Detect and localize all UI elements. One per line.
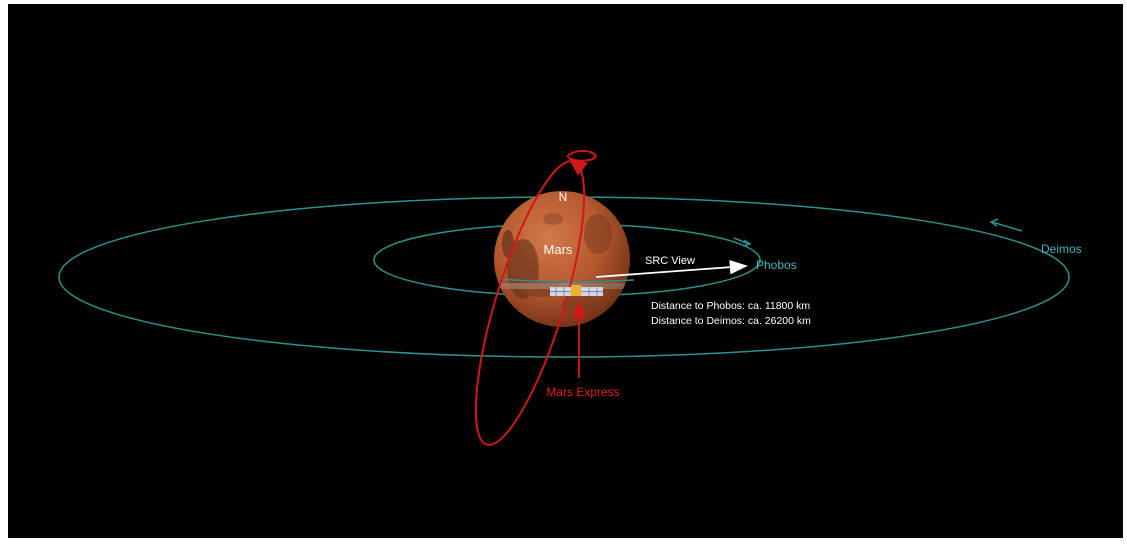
deimos-label: Deimos: [1041, 242, 1082, 256]
diagram-canvas: N Mars SRC View Phobos Deimos Distance t…: [8, 4, 1123, 538]
mars-express-label: Mars Express: [546, 385, 619, 399]
phobos-orbit-front: [499, 278, 635, 283]
phobos-direction-icon: [733, 237, 750, 245]
mars-orbit-diagram: N Mars SRC View Phobos Deimos Distance t…: [58, 149, 1082, 446]
north-label: N: [559, 190, 568, 204]
distance-deimos-label: Distance to Deimos: ca. 26200 km: [651, 315, 811, 327]
src-view-arrow: [595, 260, 748, 278]
mars-express-direction-icon: [566, 149, 598, 176]
spacecraft-icon: [550, 285, 603, 296]
phobos-label: Phobos: [756, 258, 797, 272]
mars-label: Mars: [544, 242, 573, 257]
src-view-label: SRC View: [645, 255, 695, 267]
deimos-direction-icon: [991, 221, 1023, 232]
mars-planet: [494, 191, 630, 327]
distance-phobos-label: Distance to Phobos: ca. 11800 km: [651, 300, 810, 312]
